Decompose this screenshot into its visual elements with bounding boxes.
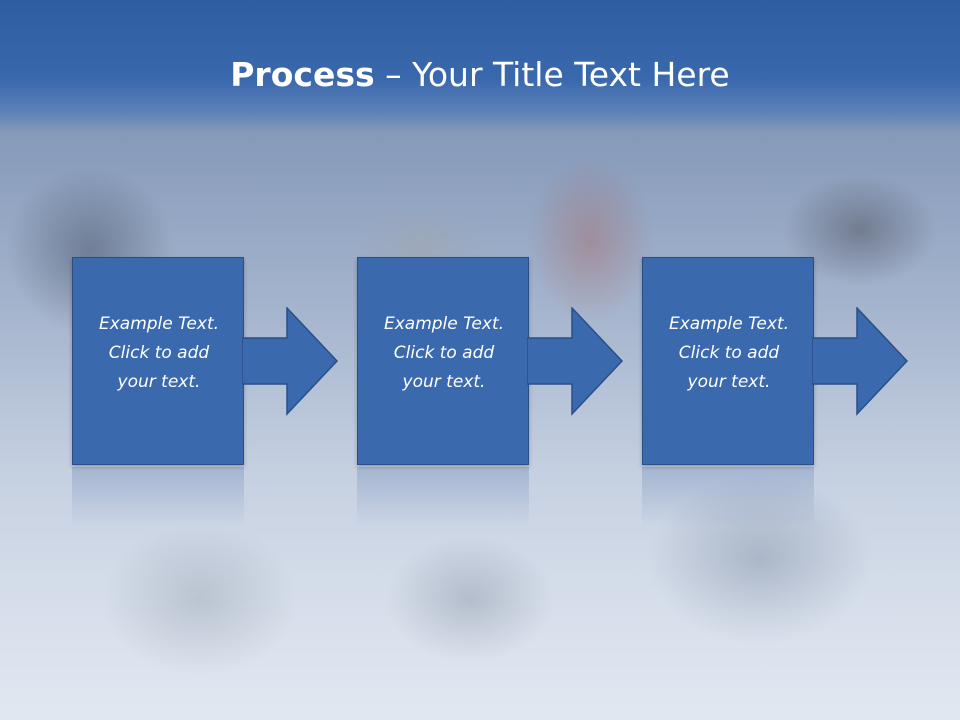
step-text-line1: Example Text. (668, 314, 790, 334)
title-bold: Process (230, 55, 375, 94)
step-text-line1: Example Text. (383, 314, 505, 334)
step-text-line1: Example Text. (98, 314, 220, 334)
step-reflection (357, 467, 529, 527)
step-reflection (72, 467, 244, 527)
step-text[interactable]: Example Text. Click to add your text. (73, 310, 245, 397)
process-step-1[interactable]: Example Text. Click to add your text. (72, 257, 372, 467)
slide-title[interactable]: Process – Your Title Text Here (0, 50, 960, 100)
step-text-line3: your text. (402, 372, 486, 392)
title-rest: – Your Title Text Here (374, 55, 730, 94)
step-box[interactable]: Example Text. Click to add your text. (72, 257, 244, 465)
step-reflection (642, 467, 814, 527)
step-text-line2: Click to add (678, 343, 780, 363)
step-text-line2: Click to add (393, 343, 495, 363)
background-fade (0, 470, 960, 720)
step-text-line2: Click to add (108, 343, 210, 363)
step-text-line3: your text. (117, 372, 201, 392)
title-bar: Process – Your Title Text Here (0, 0, 960, 132)
process-step-2[interactable]: Example Text. Click to add your text. (357, 257, 657, 467)
step-text[interactable]: Example Text. Click to add your text. (643, 310, 815, 397)
process-step-3[interactable]: Example Text. Click to add your text. (642, 257, 942, 467)
step-box[interactable]: Example Text. Click to add your text. (357, 257, 529, 465)
right-arrow-icon (527, 307, 624, 416)
right-arrow-icon (242, 307, 339, 416)
step-box[interactable]: Example Text. Click to add your text. (642, 257, 814, 465)
right-arrow-icon (812, 307, 909, 416)
step-text[interactable]: Example Text. Click to add your text. (358, 310, 530, 397)
step-text-line3: your text. (687, 372, 771, 392)
